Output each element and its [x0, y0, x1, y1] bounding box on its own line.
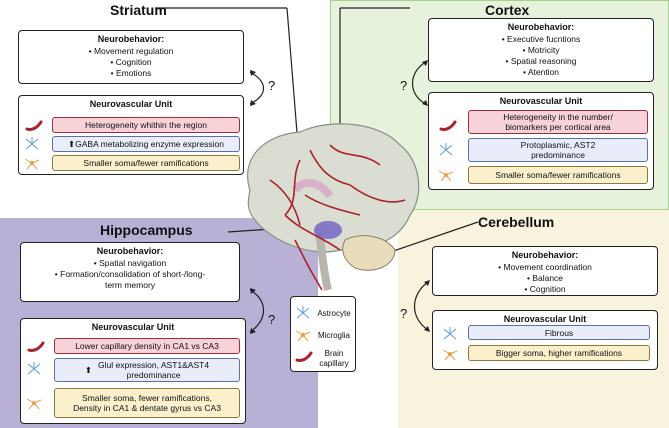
cortex-neurobehavior-title: Neurobehavior: [507, 22, 575, 32]
cortex-astrocyte-row: Protoplasmic, AST2 predominance [468, 138, 648, 162]
cortex-capillary-row: Heterogeneity in the number/ biomarkers … [468, 110, 648, 134]
astrocyte-icon [296, 306, 310, 319]
striatum-capillary-row: Heterogeneity whithin the region [52, 117, 240, 133]
list-item: • Cognition [524, 284, 566, 294]
legend-capillary-text-2: capillary [319, 359, 349, 368]
astrocyte-icon [25, 137, 39, 150]
striatum-question: ? [268, 78, 276, 93]
astrocyte-icon [27, 362, 41, 375]
cortex-question: ? [400, 78, 408, 93]
microglia-icon [295, 330, 311, 342]
striatum-microglia-row: Smaller soma/fewer ramifications [52, 155, 240, 171]
hippocampus-microglia-row: Smaller soma, fewer ramifications, Densi… [54, 388, 240, 418]
up-arrow-icon: ⬆ [84, 365, 93, 375]
hippocampus-title: Hippocampus [100, 222, 193, 238]
cortex-microglia-row: Smaller soma/fewer ramifications [468, 166, 648, 184]
list-item: • Motricity [522, 45, 560, 55]
striatum-astrocyte-row: ⬆GABA metabolizing enzyme expression [52, 136, 240, 152]
striatum-neurobehavior-box: Neurobehavior: • Movement regulation • C… [18, 30, 244, 84]
cortex-neurobehavior-box: Neurobehavior: • Executive fucntions • M… [428, 18, 654, 82]
list-item: • Cognition [110, 57, 152, 67]
list-item: • Emotions [110, 68, 152, 78]
list-item: • Executive fucntions [501, 34, 581, 44]
cortex-nvu-title: Neurovascular Unit [499, 96, 583, 106]
hippocampus-neurobehavior-title: Neurobehavior: [96, 246, 164, 256]
striatum-nvu-title: Neurovascular Unit [89, 99, 173, 109]
astrocyte-icon [439, 143, 453, 156]
hippocampus-astrocyte-text-2: predominance [126, 370, 181, 380]
list-item: • Spatial navigation [93, 258, 167, 268]
capillary-icon [439, 120, 457, 131]
microglia-icon [26, 398, 42, 410]
cerebellum-astrocyte-row: Fibrous [468, 325, 650, 340]
hippocampus-microglia-text-2: Density in CA1 & dentate gyrus vs CA3 [73, 403, 221, 413]
legend-astrocyte-label: Astrocyte [317, 309, 351, 318]
astrocyte-icon [443, 327, 457, 340]
list-item: • Formation/consolidation of short-/long… [54, 269, 206, 279]
cerebellum-question: ? [400, 306, 408, 321]
up-arrow-icon: ⬆ [68, 139, 76, 149]
cerebellum-neurobehavior-title: Neurobehavior: [511, 250, 579, 260]
microglia-icon [438, 170, 454, 182]
legend-capillary-label: Brain capillary [314, 348, 354, 370]
cerebellum-microglia-row: Bigger soma, higher ramifications [468, 345, 650, 361]
striatum-neurobehavior-title: Neurobehavior: [97, 34, 165, 44]
cerebellum-nvu-title: Neurovascular Unit [503, 314, 587, 324]
legend-capillary-text-1: Brain [324, 349, 344, 358]
list-item: term memory [104, 280, 156, 290]
microglia-icon [442, 349, 458, 361]
capillary-icon [27, 341, 45, 352]
hippocampus-astrocyte-row: ⬆ Glul expression, AST1&AST4 predominanc… [54, 358, 240, 382]
cortex-capillary-text-1: Heterogeneity in the number/ [503, 112, 613, 122]
cortex-capillary-text-2: biomarkers per cortical area [505, 122, 611, 132]
microglia-icon [24, 158, 40, 170]
capillary-icon [295, 351, 313, 362]
hippocampus-question: ? [268, 312, 276, 327]
hippocampus-capillary-row: Lower capillary density in CA1 vs CA3 [54, 338, 240, 354]
cortex-astrocyte-text-2: predominance [531, 150, 585, 160]
hippocampus-microglia-text-1: Smaller soma, fewer ramifications, [82, 393, 212, 403]
hippocampus-nvu-title: Neurovascular Unit [91, 322, 175, 332]
list-item: • Spatial reasoning [505, 56, 577, 66]
cerebellum-neurobehavior-box: Neurobehavior: • Movement coordination •… [432, 246, 658, 296]
hippocampus-astrocyte-text-1: Glul expression, AST1&AST4 [98, 360, 210, 370]
legend-microglia-label: Microglia [317, 331, 350, 340]
cerebellum-title: Cerebellum [478, 214, 555, 230]
striatum-title: Striatum [110, 2, 167, 18]
list-item: • Atention [522, 67, 560, 77]
cortex-astrocyte-text-1: Protoplasmic, AST2 [520, 140, 596, 150]
hippocampus-neurobehavior-box: Neurobehavior: • Spatial navigation • Fo… [20, 242, 240, 302]
striatum-astrocyte-text: GABA metabolizing enzyme expression [75, 139, 224, 149]
list-item: • Movement coordination [498, 262, 592, 272]
list-item: • Balance [526, 273, 564, 283]
cortex-title: Cortex [485, 2, 530, 18]
list-item: • Movement regulation [88, 46, 174, 56]
cerebellum-nvu-box: Neurovascular Unit [432, 310, 658, 370]
capillary-icon [25, 120, 43, 131]
